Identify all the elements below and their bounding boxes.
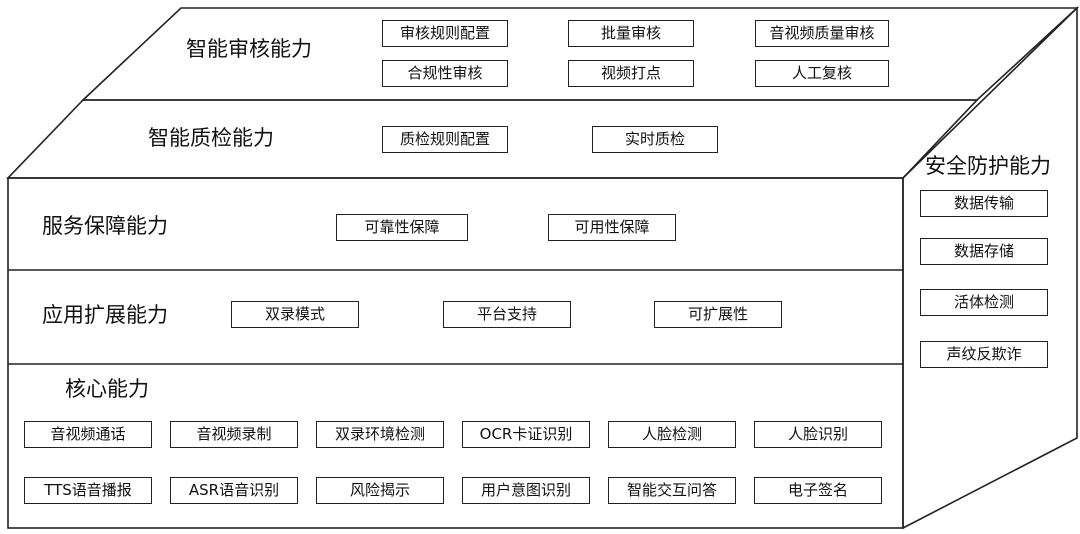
review-box-label: 人工复核 (791, 64, 852, 82)
core-box-label: 电子签名 (787, 481, 848, 499)
security-box-liveness: 活体检测 (920, 289, 1048, 316)
core-box-av-record: 音视频录制 (170, 421, 298, 448)
extension-box-platform: 平台支持 (443, 301, 571, 328)
security-box-label: 数据传输 (953, 194, 1014, 212)
qc-box-rule-config: 质检规则配置 (382, 126, 508, 153)
core-box-label: 音视频通话 (50, 425, 126, 443)
core-box-esign: 电子签名 (754, 477, 882, 504)
security-box-transfer: 数据传输 (920, 190, 1048, 217)
core-box-face-detect: 人脸检测 (608, 421, 736, 448)
extension-box-label: 可扩展性 (687, 305, 748, 323)
core-box-label: OCR卡证识别 (479, 425, 573, 443)
core-box-asr: ASR语音识别 (170, 477, 298, 504)
service-layer-title: 服务保障能力 (42, 214, 168, 238)
extension-box-label: 平台支持 (476, 305, 537, 323)
qc-box-label: 实时质检 (624, 130, 685, 148)
extension-layer-title: 应用扩展能力 (42, 303, 168, 327)
core-box-qa: 智能交互问答 (608, 477, 736, 504)
security-box-label: 活体检测 (953, 293, 1014, 311)
core-box-av-call: 音视频通话 (24, 421, 152, 448)
core-box-label: TTS语音播报 (44, 481, 132, 499)
security-box-voiceprint: 声纹反欺诈 (920, 341, 1048, 368)
core-box-label: 用户意图识别 (480, 481, 571, 499)
core-box-label: 智能交互问答 (626, 481, 717, 499)
core-box-label: 风险揭示 (349, 481, 410, 499)
service-box-availability: 可用性保障 (548, 214, 676, 241)
review-box-label: 审核规则配置 (399, 24, 490, 42)
core-box-label: 人脸识别 (787, 425, 848, 443)
core-box-label: ASR语音识别 (188, 481, 280, 499)
qc-layer-title: 智能质检能力 (148, 126, 274, 150)
review-box-batch: 批量审核 (568, 20, 694, 47)
qc-box-realtime: 实时质检 (592, 126, 718, 153)
extension-box-scalability: 可扩展性 (654, 301, 782, 328)
service-box-label: 可靠性保障 (364, 218, 440, 236)
core-box-label: 人脸检测 (641, 425, 702, 443)
service-box-label: 可用性保障 (574, 218, 650, 236)
security-layer-title: 安全防护能力 (925, 154, 1051, 178)
extension-box-label: 双录模式 (264, 305, 325, 323)
review-box-rule-config: 审核规则配置 (382, 20, 508, 47)
core-box-intent: 用户意图识别 (462, 477, 590, 504)
core-box-face-recog: 人脸识别 (754, 421, 882, 448)
qc-box-label: 质检规则配置 (399, 130, 490, 148)
review-box-label: 批量审核 (600, 24, 661, 42)
core-box-label: 音视频录制 (196, 425, 272, 443)
core-box-ocr: OCR卡证识别 (462, 421, 590, 448)
security-box-label: 数据存储 (953, 242, 1014, 260)
core-box-tts: TTS语音播报 (24, 477, 152, 504)
core-box-label: 双录环境检测 (334, 425, 425, 443)
review-box-label: 合规性审核 (407, 64, 483, 82)
security-box-storage: 数据存储 (920, 238, 1048, 265)
service-box-reliability: 可靠性保障 (336, 214, 468, 241)
review-box-compliance: 合规性审核 (382, 60, 508, 87)
review-box-manual-recheck: 人工复核 (755, 60, 889, 87)
review-layer-title: 智能审核能力 (186, 37, 312, 61)
review-box-video-marking: 视频打点 (568, 60, 694, 87)
security-box-label: 声纹反欺诈 (946, 345, 1022, 363)
review-box-label: 音视频质量审核 (769, 24, 875, 42)
core-box-env-detect: 双录环境检测 (316, 421, 444, 448)
review-box-label: 视频打点 (600, 64, 661, 82)
side-face (902, 6, 1078, 530)
core-box-risk: 风险揭示 (316, 477, 444, 504)
extension-box-dual-record: 双录模式 (231, 301, 359, 328)
review-box-av-quality: 音视频质量审核 (755, 20, 889, 47)
core-layer-title: 核心能力 (65, 377, 149, 401)
